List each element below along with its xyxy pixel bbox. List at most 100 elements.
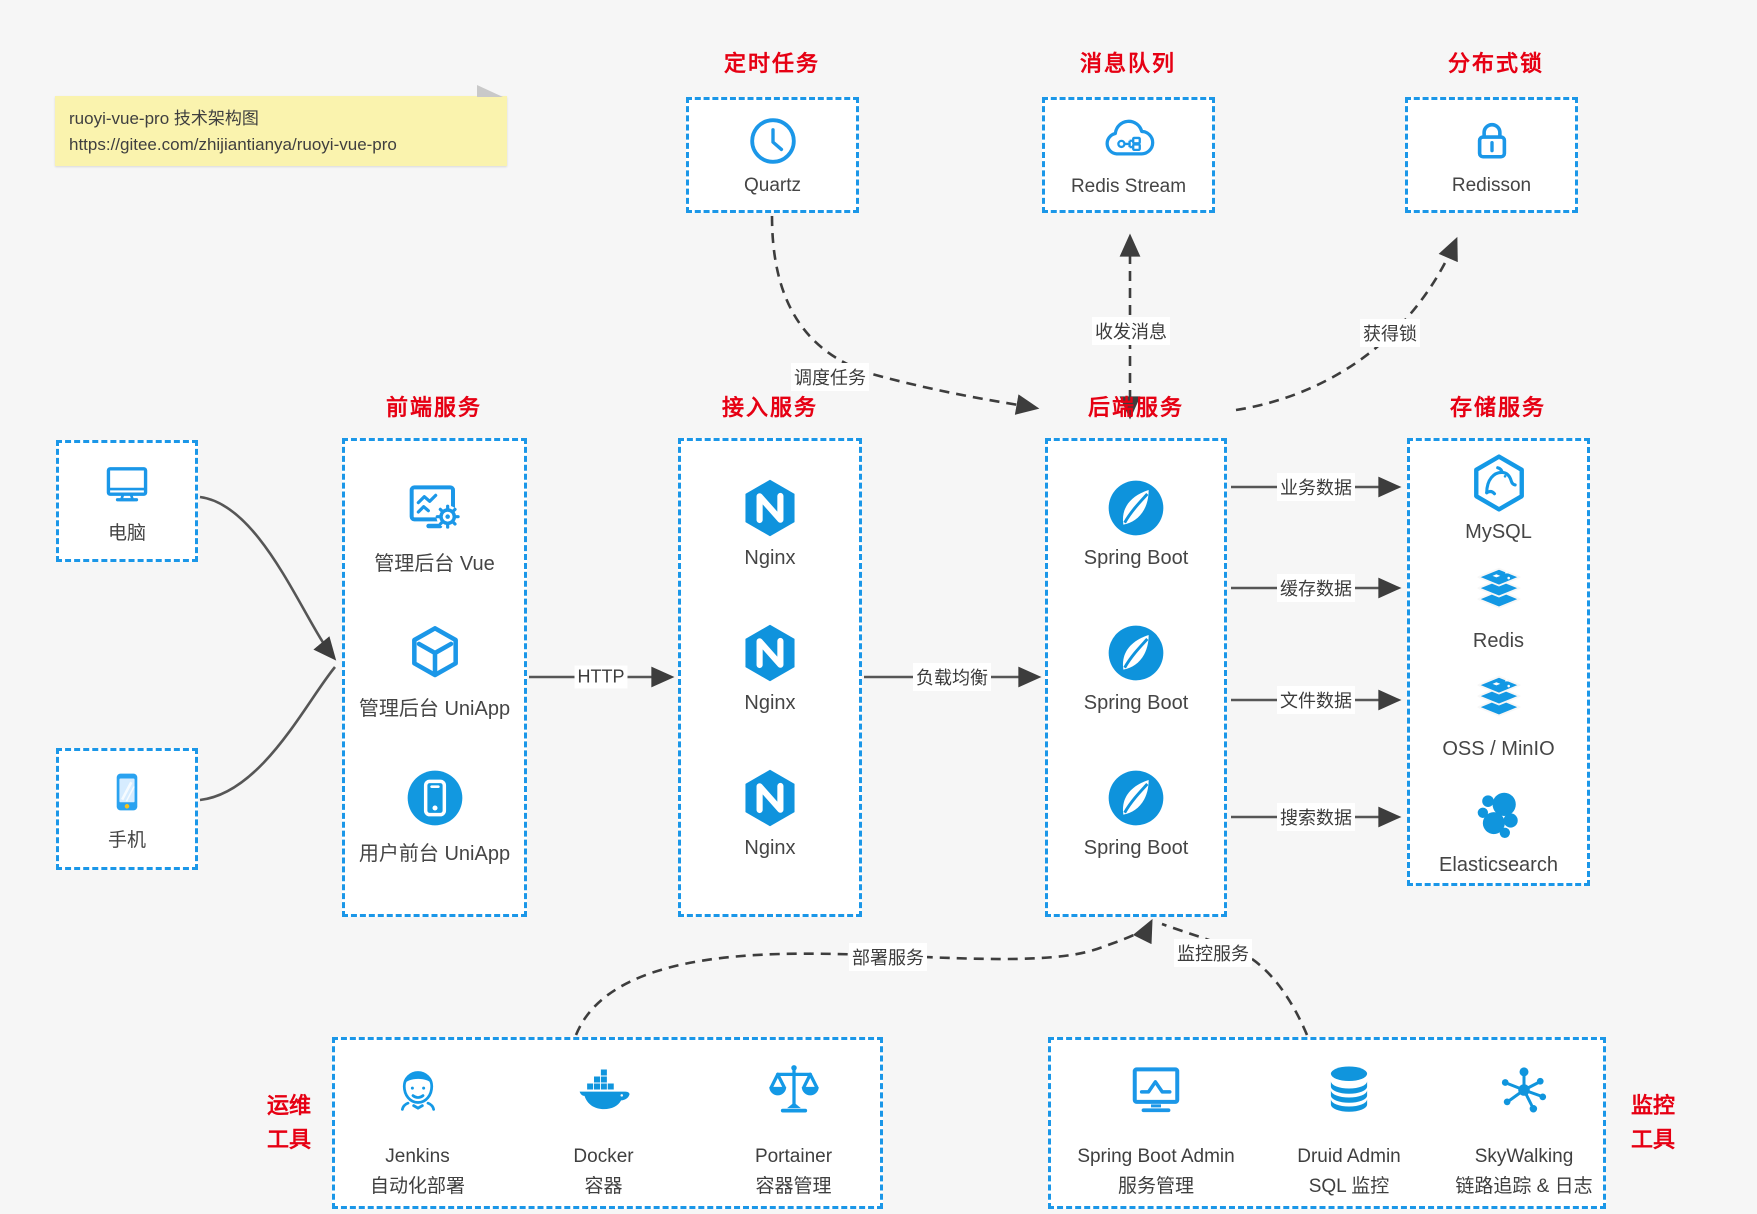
title-access-services: 接入服务 [721, 395, 818, 420]
cloud-stream-icon [1101, 113, 1157, 169]
redis-stack-icon [1468, 561, 1530, 623]
storage-stack-icon [1468, 669, 1530, 731]
edge-label-business-data: 业务数据 [1277, 473, 1355, 501]
scales-icon [764, 1060, 824, 1120]
title-storage-services: 存储服务 [1449, 395, 1546, 420]
tool-name: Spring Boot Admin [1077, 1146, 1235, 1167]
node-jenkins: Jenkins 自动化部署 [335, 1060, 500, 1198]
node-user-uniapp: 用户前台 UniApp [345, 766, 524, 866]
node-redis-stream: Redis Stream [1042, 97, 1215, 213]
tool-name: Portainer [754, 1146, 833, 1167]
node-skywalking: SkyWalking 链路追踪 & 日志 [1419, 1060, 1629, 1198]
desktop-icon [100, 457, 154, 511]
edge-label-monitor-service: 监控服务 [1174, 939, 1252, 967]
spring-boot-icon [1104, 766, 1168, 830]
node-elasticsearch: Elasticsearch [1410, 785, 1587, 877]
note-title: ruoyi-vue-pro 技术架构图 [69, 109, 259, 128]
node-label: Elasticsearch [1439, 854, 1558, 876]
circle-phone-icon [403, 766, 467, 830]
mysql-icon [1468, 452, 1530, 514]
group-frontend: 管理后台 Vue 管理后台 UniApp 用户前台 UniApp [342, 438, 527, 917]
edge-label-load-balance: 负载均衡 [913, 663, 991, 691]
spring-boot-icon [1104, 621, 1168, 685]
node-label: MySQL [1465, 521, 1532, 543]
group-monitoring-tools: Spring Boot Admin 服务管理 Druid Admin SQL 监… [1048, 1037, 1606, 1209]
node-label: Spring Boot [1083, 692, 1189, 714]
monitoring-title-line2: 工具 [1630, 1127, 1675, 1152]
lock-icon [1465, 114, 1519, 168]
node-portainer: Portainer 容器管理 [711, 1060, 876, 1198]
admin-screen-gear-icon [403, 476, 467, 540]
node-springboot-1: Spring Boot [1048, 476, 1224, 570]
title-scheduled-task: 定时任务 [723, 51, 820, 76]
node-label: Spring Boot [1083, 547, 1189, 569]
group-ops-tools: Jenkins 自动化部署 Docker 容器 Portainer 容器管理 [332, 1037, 883, 1209]
node-label: 用户前台 UniApp [358, 843, 511, 865]
edge-deploy-service [574, 918, 1153, 1036]
node-label: Nginx [744, 692, 796, 714]
tool-desc: 自动化部署 [369, 1176, 465, 1197]
edge-label-acquire-lock: 获得锁 [1360, 319, 1420, 347]
node-pc: 电脑 [56, 440, 198, 562]
nginx-icon [738, 476, 802, 540]
elasticsearch-icon [1468, 785, 1530, 847]
edge-pc-to-frontend [199, 495, 337, 661]
node-redisson: Redisson [1405, 97, 1578, 213]
title-distributed-lock: 分布式锁 [1447, 51, 1544, 76]
clock-icon [746, 114, 800, 168]
node-druid-admin: Druid Admin SQL 监控 [1244, 1060, 1454, 1198]
cube-icon [403, 621, 467, 685]
group-backend: Spring Boot Spring Boot Spring Boot [1045, 438, 1227, 917]
tool-desc: 容器管理 [755, 1176, 832, 1197]
spring-boot-icon [1104, 476, 1168, 540]
edge-acquire-lock [1235, 236, 1458, 412]
node-label: 手机 [107, 830, 146, 851]
node-label: Redis [1472, 630, 1525, 652]
node-redis: Redis [1410, 561, 1587, 653]
node-nginx-1: Nginx [681, 476, 859, 570]
node-oss-minio: OSS / MinIO [1410, 669, 1587, 761]
tool-desc: 链路追踪 & 日志 [1455, 1176, 1593, 1197]
title-ops-tools: 运维 工具 [244, 1089, 334, 1157]
node-label: 管理后台 Vue [374, 553, 495, 575]
node-label: Nginx [744, 837, 796, 859]
edge-label-schedule-task: 调度任务 [791, 363, 869, 391]
tool-name: Jenkins [385, 1146, 450, 1167]
note-url: https://gitee.com/zhijiantianya/ruoyi-vu… [69, 134, 397, 154]
title-monitoring-tools: 监控 工具 [1608, 1089, 1698, 1157]
node-label: Redis Stream [1070, 175, 1187, 197]
node-spring-boot-admin: Spring Boot Admin 服务管理 [1051, 1060, 1261, 1198]
ops-title-line1: 运维 [266, 1093, 311, 1118]
ops-title-line2: 工具 [266, 1127, 311, 1152]
edge-label-send-receive-msg: 收发消息 [1092, 317, 1170, 345]
tool-desc: 容器 [584, 1176, 623, 1197]
tool-name: SkyWalking [1474, 1146, 1574, 1167]
edge-label-cache-data: 缓存数据 [1277, 574, 1355, 602]
node-springboot-2: Spring Boot [1048, 621, 1224, 715]
node-nginx-2: Nginx [681, 621, 859, 715]
title-backend-services: 后端服务 [1087, 395, 1184, 420]
node-admin-vue: 管理后台 Vue [345, 476, 524, 576]
edge-label-file-data: 文件数据 [1277, 686, 1355, 714]
tool-name: Druid Admin [1297, 1146, 1401, 1167]
docker-whale-icon [574, 1060, 634, 1120]
node-label: Quartz [743, 174, 802, 196]
node-nginx-3: Nginx [681, 766, 859, 860]
node-mysql: MySQL [1410, 452, 1587, 544]
node-label: Redisson [1451, 174, 1532, 196]
nginx-icon [738, 621, 802, 685]
edge-label-deploy-service: 部署服务 [849, 943, 927, 971]
node-label: 电脑 [107, 523, 146, 544]
network-nodes-icon [1494, 1060, 1554, 1120]
jenkins-icon [388, 1060, 448, 1120]
group-storage: MySQL Redis OSS / MinIO Elasticsearch [1407, 438, 1590, 886]
node-quartz: Quartz [686, 97, 859, 213]
node-label: Nginx [744, 547, 796, 569]
smartphone-icon [101, 766, 153, 818]
node-label: Spring Boot [1083, 837, 1189, 859]
tool-desc: SQL 监控 [1308, 1176, 1390, 1197]
tool-name: Docker [573, 1146, 634, 1167]
note-fold-corner [477, 85, 503, 97]
node-springboot-3: Spring Boot [1048, 766, 1224, 860]
